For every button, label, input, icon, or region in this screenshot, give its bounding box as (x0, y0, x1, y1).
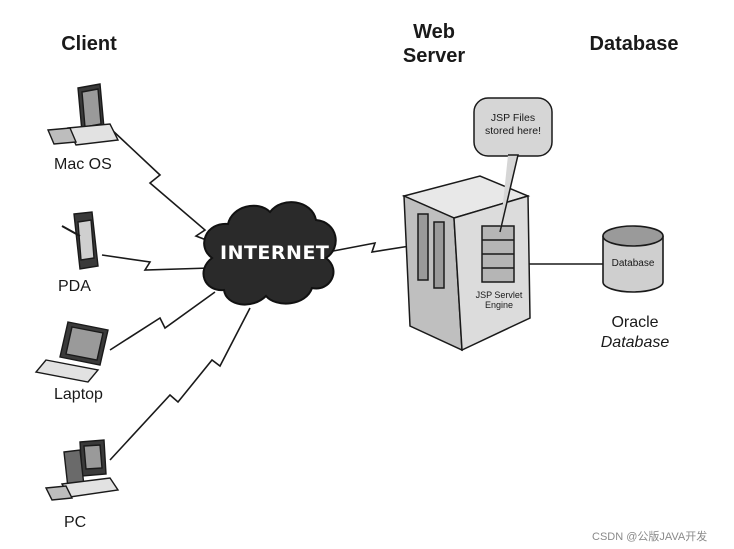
watermark-text: CSDN @公版JAVA开发 (592, 531, 708, 543)
column-header-client: Client (61, 33, 117, 55)
pc-tower-icon (44, 439, 120, 501)
link-pda-internet (101, 254, 211, 271)
callout-text: JSP Files stored here! (484, 112, 542, 137)
client-label-pc: PC (64, 514, 87, 531)
database-cylinder-label: Database (611, 258, 655, 269)
column-header-database: Database (589, 33, 679, 55)
server-tower-icon (401, 175, 531, 352)
client-label-pda: PDA (58, 278, 91, 295)
internet-label: INTERNET (220, 242, 330, 264)
database-cylinder-icon (602, 225, 664, 293)
client-label-laptop: Laptop (54, 386, 103, 403)
column-header-web-server: Web Server (402, 21, 466, 67)
link-pc-internet (109, 307, 251, 461)
pda-icon (61, 211, 99, 270)
link-laptop-internet (109, 291, 216, 351)
link-internet-server (327, 241, 411, 253)
jsp-servlet-engine-label: JSP Servlet Engine (475, 290, 523, 310)
laptop-icon (34, 321, 109, 383)
database-caption-line2: Database (600, 334, 670, 351)
client-label-mac-os: Mac OS (54, 156, 112, 173)
jsp-files-callout (473, 97, 553, 233)
database-caption-line1: Oracle (611, 314, 659, 331)
mac-monitor-icon (46, 83, 120, 146)
link-macos-internet (111, 129, 223, 247)
cloud-icon (202, 201, 337, 306)
